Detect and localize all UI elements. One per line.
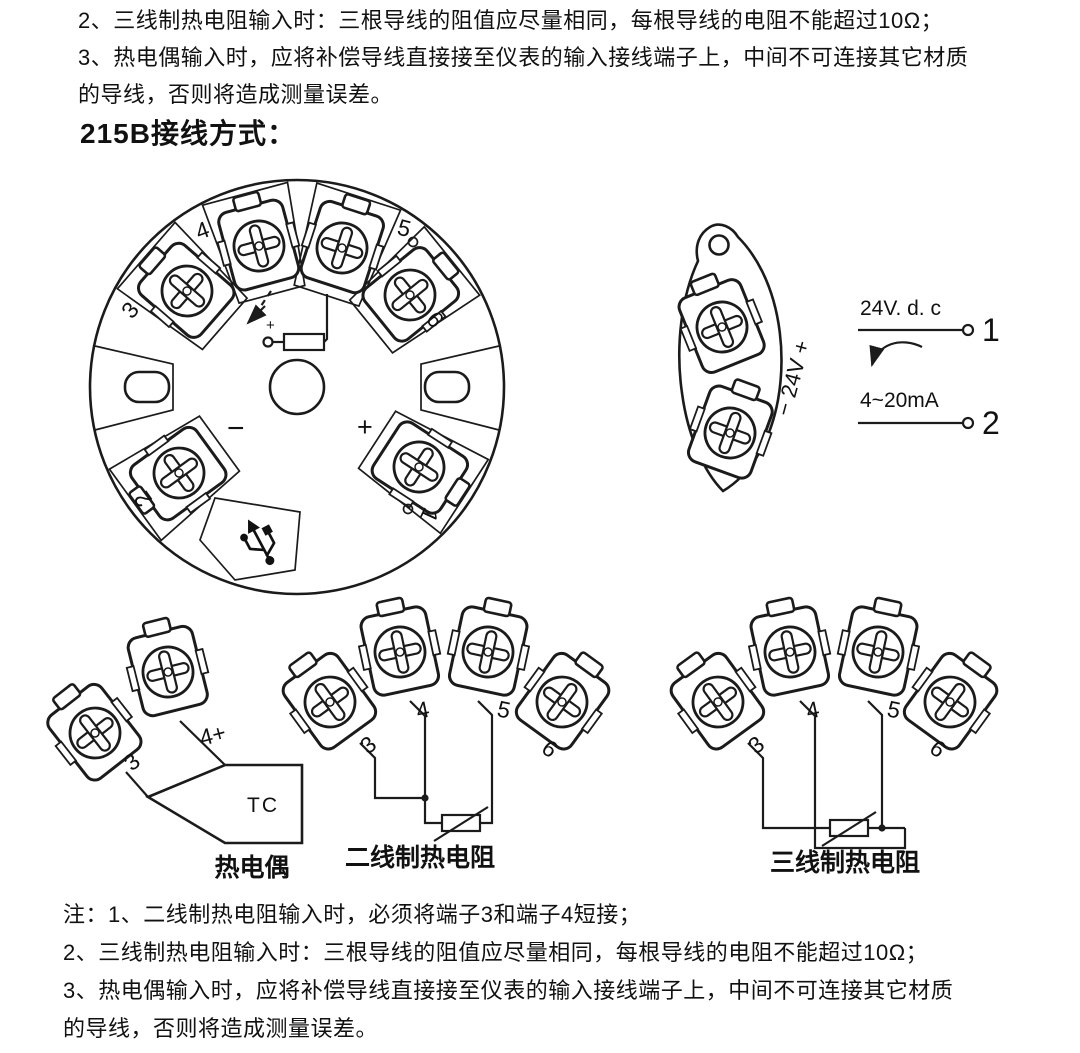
tc-wire-4 bbox=[179, 720, 226, 766]
terminal-label-5: 5 bbox=[495, 695, 513, 723]
loop-terminal-2-label: 2 bbox=[982, 405, 1000, 441]
screw-terminal-2 bbox=[111, 417, 235, 538]
screw-terminal-5 bbox=[440, 595, 539, 700]
transmitter-head-diagram: + 3 4 5 6 2 1 − + bbox=[88, 178, 506, 596]
terminal-label-3: 3 bbox=[116, 297, 144, 324]
bottom-notes: 注：1、二线制热电阻输入时，必须将端子3和端子4短接； 2、三线制热电阻输入时：… bbox=[63, 896, 1053, 1048]
polarity-plus: + bbox=[357, 412, 373, 442]
note-line: 的导线，否则将造成测量误差。 bbox=[63, 1016, 379, 1041]
note-line: 3、热电偶输入时，应将补偿导线直接接至仪表的输入接线端子上，中间不可连接其它材质 bbox=[63, 978, 954, 1003]
loop-terminal-1-label: 1 bbox=[982, 312, 1000, 348]
note-line: 注：1、二线制热电阻输入时，必须将端子3和端子4短接； bbox=[63, 902, 642, 927]
terminal-label-3: 3 bbox=[355, 731, 381, 759]
tc-probe-outline bbox=[145, 763, 304, 845]
note-line: 2、三线制热电阻输入时：三根导线的阻值应尽量相同，每根导线的电阻不能超过10Ω； bbox=[63, 940, 929, 965]
vent-hole bbox=[407, 236, 419, 248]
mounting-hole bbox=[708, 234, 730, 256]
left-wing bbox=[94, 345, 174, 431]
loop-terminal-2-node bbox=[961, 416, 975, 430]
current-direction-arrow bbox=[869, 341, 923, 368]
terminal-label-4: 4 bbox=[804, 696, 822, 724]
tc-wire-3 bbox=[125, 771, 149, 798]
head-outline bbox=[88, 178, 506, 596]
screw-terminal-4 bbox=[739, 595, 838, 700]
wire-junction-dot bbox=[878, 824, 886, 832]
junction-node bbox=[262, 336, 274, 348]
note-line: 2、三线制热电阻输入时：三根导线的阻值应尽量相同，每根导线的电阻不能超过10Ω； bbox=[78, 8, 944, 33]
rtd2-wiring bbox=[359, 700, 494, 842]
left-slot bbox=[123, 370, 171, 404]
usb-icon bbox=[240, 519, 276, 566]
internal-wiring: + bbox=[246, 290, 329, 352]
screw-terminal-5 bbox=[830, 595, 929, 700]
terminal-label-4: 4 bbox=[192, 216, 213, 245]
usb-pocket bbox=[199, 497, 301, 581]
right-wing bbox=[420, 345, 500, 431]
terminal-pockets bbox=[108, 181, 490, 581]
power-loop-diagram: − 24V + 24V. d. c 1 4~20mA 2 bbox=[664, 223, 1000, 493]
diagram-caption: 二线制热电阻 bbox=[345, 843, 495, 872]
two-wire-rtd-diagram: 3 4 5 6 二线制热电阻 bbox=[280, 595, 627, 872]
tc-probe-label: TC bbox=[247, 794, 279, 817]
screw-terminal-4 bbox=[115, 609, 217, 721]
terminal-label-4: 4 bbox=[414, 696, 432, 724]
terminal-label-5: 5 bbox=[885, 695, 903, 723]
center-hole bbox=[268, 358, 326, 416]
diagram-caption: 热电偶 bbox=[214, 854, 289, 882]
head-segment-outline bbox=[677, 223, 783, 493]
note-line: 3、热电偶输入时，应将补偿导线直接接至仪表的输入接线端子上，中间不可连接其它材质 bbox=[78, 45, 969, 70]
terminal-label-3: 3 bbox=[743, 731, 769, 759]
diagram-caption: 三线制热电阻 bbox=[770, 848, 920, 877]
rtd3-wiring bbox=[747, 700, 907, 850]
right-slot bbox=[423, 370, 471, 404]
supply-voltage-label: 24V. d. c bbox=[860, 297, 941, 320]
note-line: 的导线，否则将造成测量误差。 bbox=[78, 82, 394, 107]
polarity-minus: − bbox=[227, 412, 245, 445]
terminal-label-3: 3 bbox=[119, 748, 146, 776]
current-range-label: 4~20mA bbox=[860, 389, 939, 412]
three-wire-rtd-diagram: 3 4 5 6 三线制热电阻 bbox=[660, 595, 1015, 877]
thermocouple-diagram: TC 3 4+ 热电偶 bbox=[30, 609, 304, 882]
vent-hole bbox=[402, 503, 414, 515]
top-notes: 2、三线制热电阻输入时：三根导线的阻值应尽量相同，每根导线的电阻不能超过10Ω；… bbox=[78, 2, 1038, 113]
supply-polarity-label: − 24V + bbox=[771, 338, 815, 419]
cjc-resistor bbox=[282, 332, 326, 352]
junction-plus-label: + bbox=[266, 317, 275, 334]
loop-terminal-1-node bbox=[961, 323, 975, 337]
section-heading: 215B接线方式： bbox=[80, 118, 296, 149]
screw-terminal-24v-minus bbox=[678, 368, 787, 485]
terminal-label-4: 4+ bbox=[197, 719, 229, 751]
